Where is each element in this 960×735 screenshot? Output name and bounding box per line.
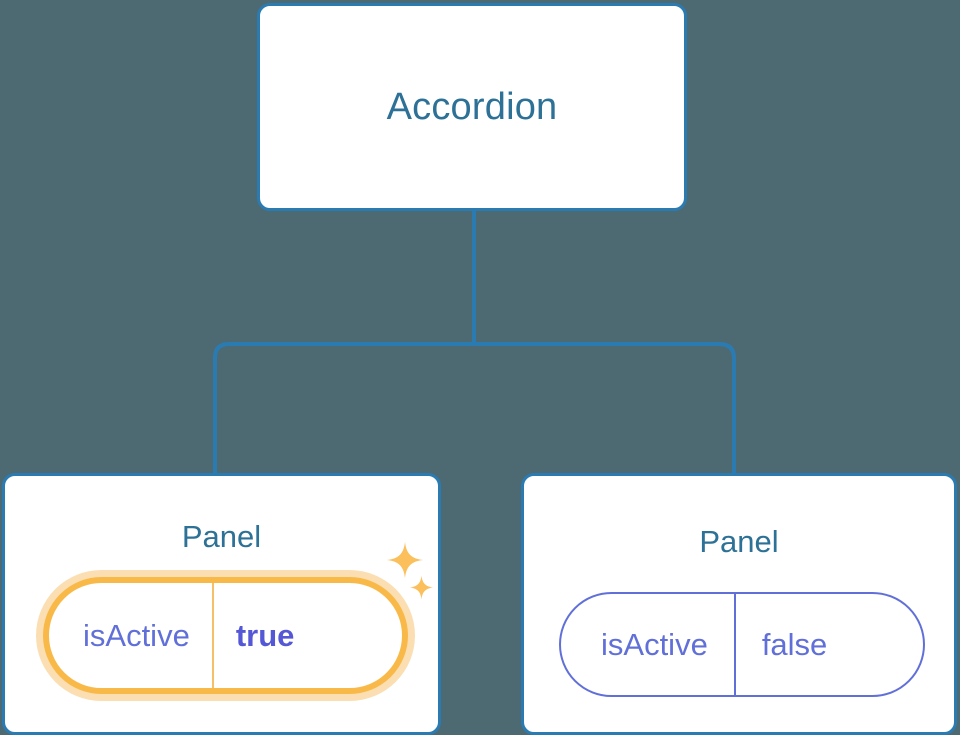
node-accordion-title: Accordion [386, 86, 558, 128]
node-accordion[interactable]: Accordion [257, 3, 687, 211]
prop-pill-value: false [733, 594, 867, 695]
connector-branch-bar [213, 342, 736, 473]
prop-pill-isactive-true[interactable]: isActive true [36, 570, 415, 701]
node-panel-left[interactable]: Panel isActive true [2, 473, 441, 735]
prop-pill-key: isActive [83, 618, 190, 653]
node-panel-right[interactable]: Panel isActive false [521, 473, 957, 735]
prop-pill-value: true [211, 583, 329, 688]
prop-pill-key: isActive [601, 627, 708, 662]
node-panel-left-title: Panel [181, 519, 262, 554]
prop-pill-body[interactable]: isActive true [43, 577, 408, 694]
node-panel-right-title: Panel [699, 524, 779, 559]
prop-pill-isactive-false[interactable]: isActive false [559, 592, 925, 697]
